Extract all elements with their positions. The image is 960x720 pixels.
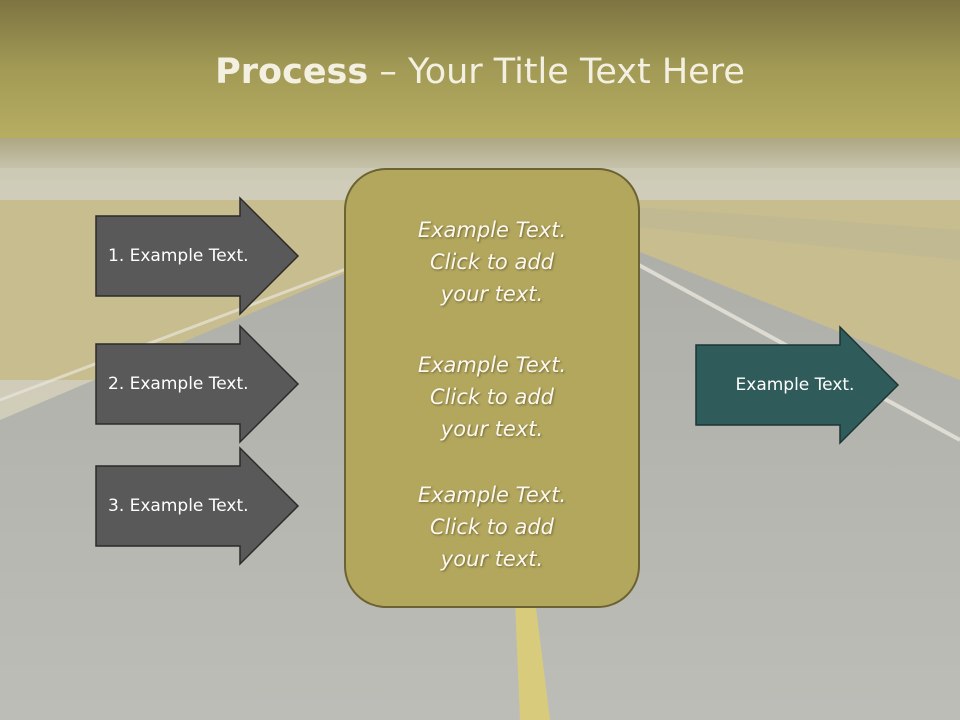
slide-title[interactable]: Process – Your Title Text Here (0, 52, 960, 92)
step-arrow-2-label: 2. Example Text. (108, 374, 249, 394)
result-arrow-shape (695, 325, 900, 445)
center-paragraph-2: Example Text. Click to add your text. (346, 349, 638, 445)
center-paragraph-line: Example Text. (417, 483, 567, 507)
title-band (0, 0, 960, 138)
step-arrow-1[interactable]: 1. Example Text. (95, 196, 300, 316)
center-paragraph-line: Click to add (429, 385, 554, 409)
title-bold-part: Process (215, 52, 369, 92)
center-paragraph-line: your text. (440, 417, 544, 441)
center-paragraph-line: Click to add (429, 515, 554, 539)
step-arrow-3-label: 3. Example Text. (108, 496, 249, 516)
center-paragraph-line: Example Text. (417, 353, 567, 377)
title-rest-part: – Your Title Text Here (368, 52, 745, 92)
center-text-box[interactable]: Example Text. Click to add your text. Ex… (344, 168, 640, 608)
step-arrow-2-shape (95, 324, 300, 444)
step-arrow-2[interactable]: 2. Example Text. (95, 324, 300, 444)
center-paragraph-line: Click to add (429, 250, 554, 274)
step-arrow-1-label: 1. Example Text. (108, 246, 249, 266)
center-paragraph-line: Example Text. (417, 218, 567, 242)
result-arrow-label: Example Text. (735, 375, 855, 395)
center-paragraph-1: Example Text. Click to add your text. (346, 214, 638, 310)
result-arrow[interactable]: Example Text. (695, 325, 900, 445)
step-arrow-3[interactable]: 3. Example Text. (95, 446, 300, 566)
title-shade (0, 138, 960, 168)
step-arrow-3-shape (95, 446, 300, 566)
center-paragraph-3: Example Text. Click to add your text. (346, 479, 638, 575)
step-arrow-1-shape (95, 196, 300, 316)
center-paragraph-line: your text. (440, 547, 544, 571)
center-paragraph-line: your text. (440, 282, 544, 306)
